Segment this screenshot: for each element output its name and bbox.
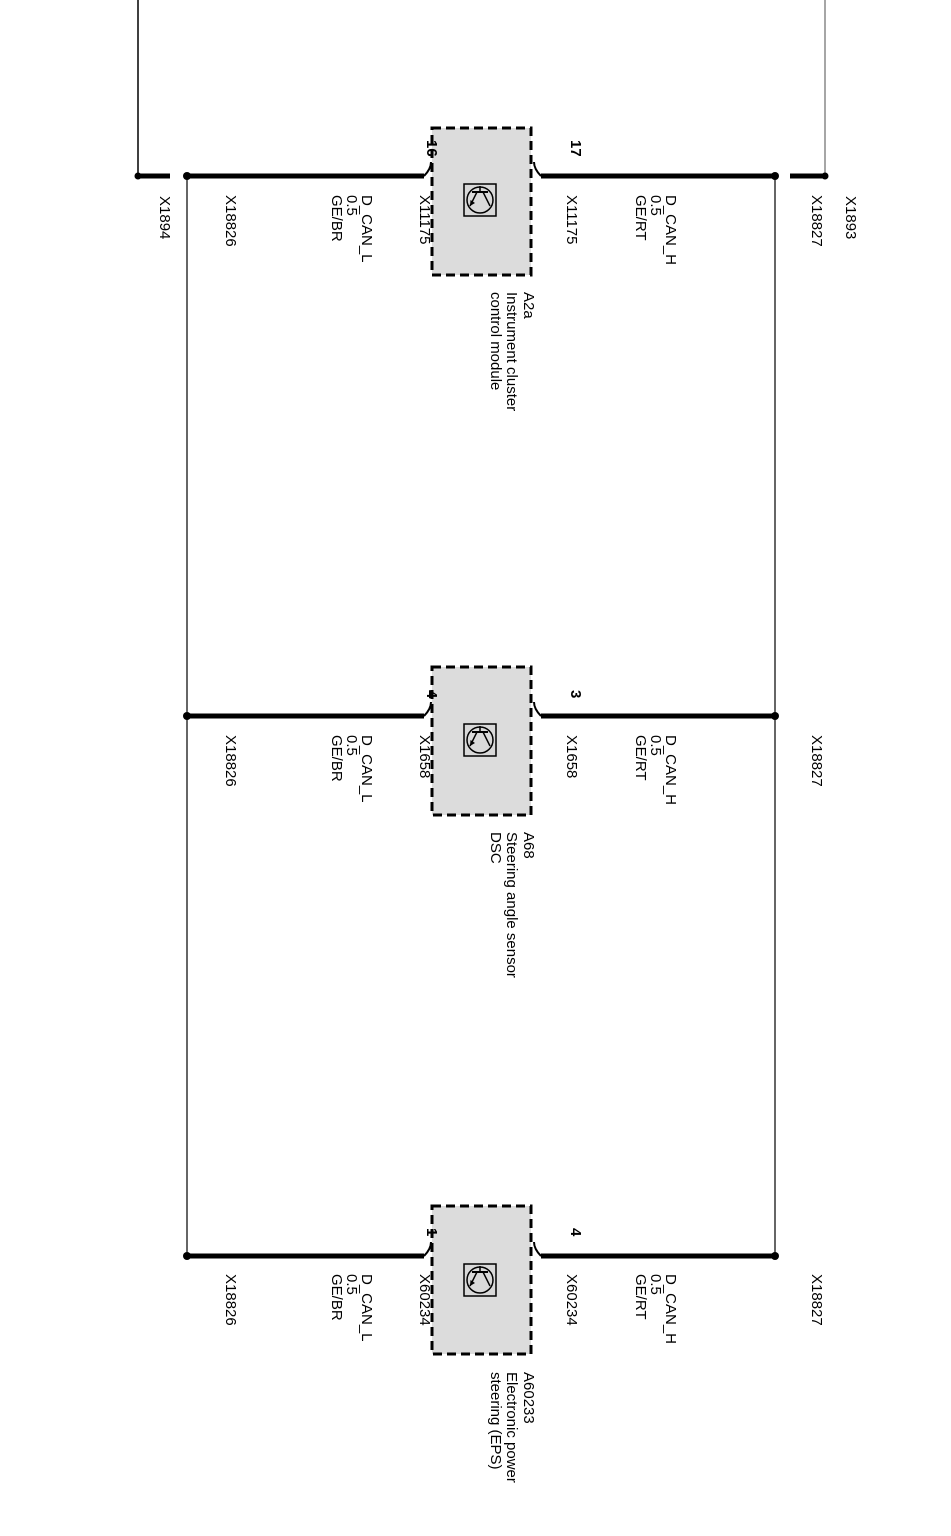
pin-number-high: 17 <box>567 140 584 157</box>
splice-label-low: X18826 <box>222 1274 239 1326</box>
connector-label-x1894: X1894 <box>156 196 173 239</box>
splice-dot-high <box>771 712 779 720</box>
wire-size-low: 0.5 <box>343 1274 360 1295</box>
wire-color-low: GE/BR <box>328 195 345 242</box>
wire-color-high: GE/RT <box>632 735 649 781</box>
wire-signal-high: D_CAN_H <box>662 1274 679 1344</box>
splice-dot-high <box>771 1252 779 1260</box>
module-name-line1: Electronic power <box>503 1372 520 1483</box>
splice-label-low: X18826 <box>222 195 239 247</box>
wire-color-high: GE/RT <box>632 1274 649 1320</box>
wire-signal-high: D_CAN_H <box>662 735 679 805</box>
pin-hook-high <box>533 1241 542 1257</box>
splice-label-high: X18827 <box>808 1274 825 1326</box>
module-a2a: 16 17 X18826 X18827 X11175 X11175 D_CAN_… <box>183 126 825 411</box>
pin-number-low: 16 <box>423 140 440 157</box>
splice-dot-low <box>183 712 191 720</box>
transistor-icon <box>463 723 497 757</box>
wire-signal-low: D_CAN_L <box>358 1274 375 1342</box>
pin-number-high: 3 <box>567 690 584 698</box>
module-name-line2: control module <box>487 292 504 390</box>
transistor-icon <box>463 1263 497 1297</box>
wire-size-high: 0.5 <box>647 735 664 756</box>
splice-dot-high <box>771 172 779 180</box>
wire-signal-high: D_CAN_H <box>662 195 679 265</box>
module-name-line1: Steering angle sensor <box>503 832 520 978</box>
connector-label-high: X60234 <box>563 1274 580 1326</box>
pin-number-low: 4 <box>423 690 440 699</box>
pin-hook-high <box>533 701 542 717</box>
wire-signal-low: D_CAN_L <box>358 195 375 263</box>
module-a68: 4 3 X18826 X18827 X1658 X1658 D_CAN_L 0.… <box>183 665 825 978</box>
wire-size-low: 0.5 <box>343 195 360 216</box>
module-id: A68 <box>520 832 537 859</box>
wire-color-low: GE/BR <box>328 735 345 782</box>
wire-color-high: GE/RT <box>632 195 649 241</box>
connector-label-low: X60234 <box>416 1274 433 1326</box>
wire-signal-low: D_CAN_L <box>358 735 375 803</box>
wire-color-low: GE/BR <box>328 1274 345 1321</box>
connector-label-x1893: X1893 <box>842 196 859 239</box>
wire-size-low: 0.5 <box>343 735 360 756</box>
transistor-icon <box>463 183 497 217</box>
module-a60233: 1 4 X18826 X18827 X60234 X60234 D_CAN_L … <box>183 1204 825 1483</box>
module-name-line2: DSC <box>487 832 504 864</box>
pin-hook-low <box>423 161 432 177</box>
connector-label-high: X1658 <box>563 735 580 778</box>
wire-size-high: 0.5 <box>647 1274 664 1295</box>
module-name-line2: steering (EPS) <box>487 1372 504 1470</box>
connector-dot-x1894 <box>134 172 142 180</box>
splice-dot-low <box>183 172 191 180</box>
connector-label-low: X1658 <box>416 735 433 778</box>
pin-hook-low <box>423 1241 432 1257</box>
pin-number-high: 4 <box>567 1228 584 1237</box>
splice-dot-low <box>183 1252 191 1260</box>
splice-label-high: X18827 <box>808 735 825 787</box>
pin-hook-high <box>533 161 542 177</box>
connector-label-high: X11175 <box>563 195 580 245</box>
module-id: A60233 <box>520 1372 537 1424</box>
module-name-line1: Instrument cluster <box>503 292 520 411</box>
module-id: A2a <box>520 292 537 319</box>
wire-size-high: 0.5 <box>647 195 664 216</box>
module-box <box>430 665 533 817</box>
connector-label-low: X11175 <box>416 195 433 245</box>
splice-label-high: X18827 <box>808 195 825 247</box>
pin-number-low: 1 <box>423 1228 440 1236</box>
connector-dot-x1893 <box>821 172 829 180</box>
pin-hook-low <box>423 701 432 717</box>
splice-label-low: X18826 <box>222 735 239 787</box>
